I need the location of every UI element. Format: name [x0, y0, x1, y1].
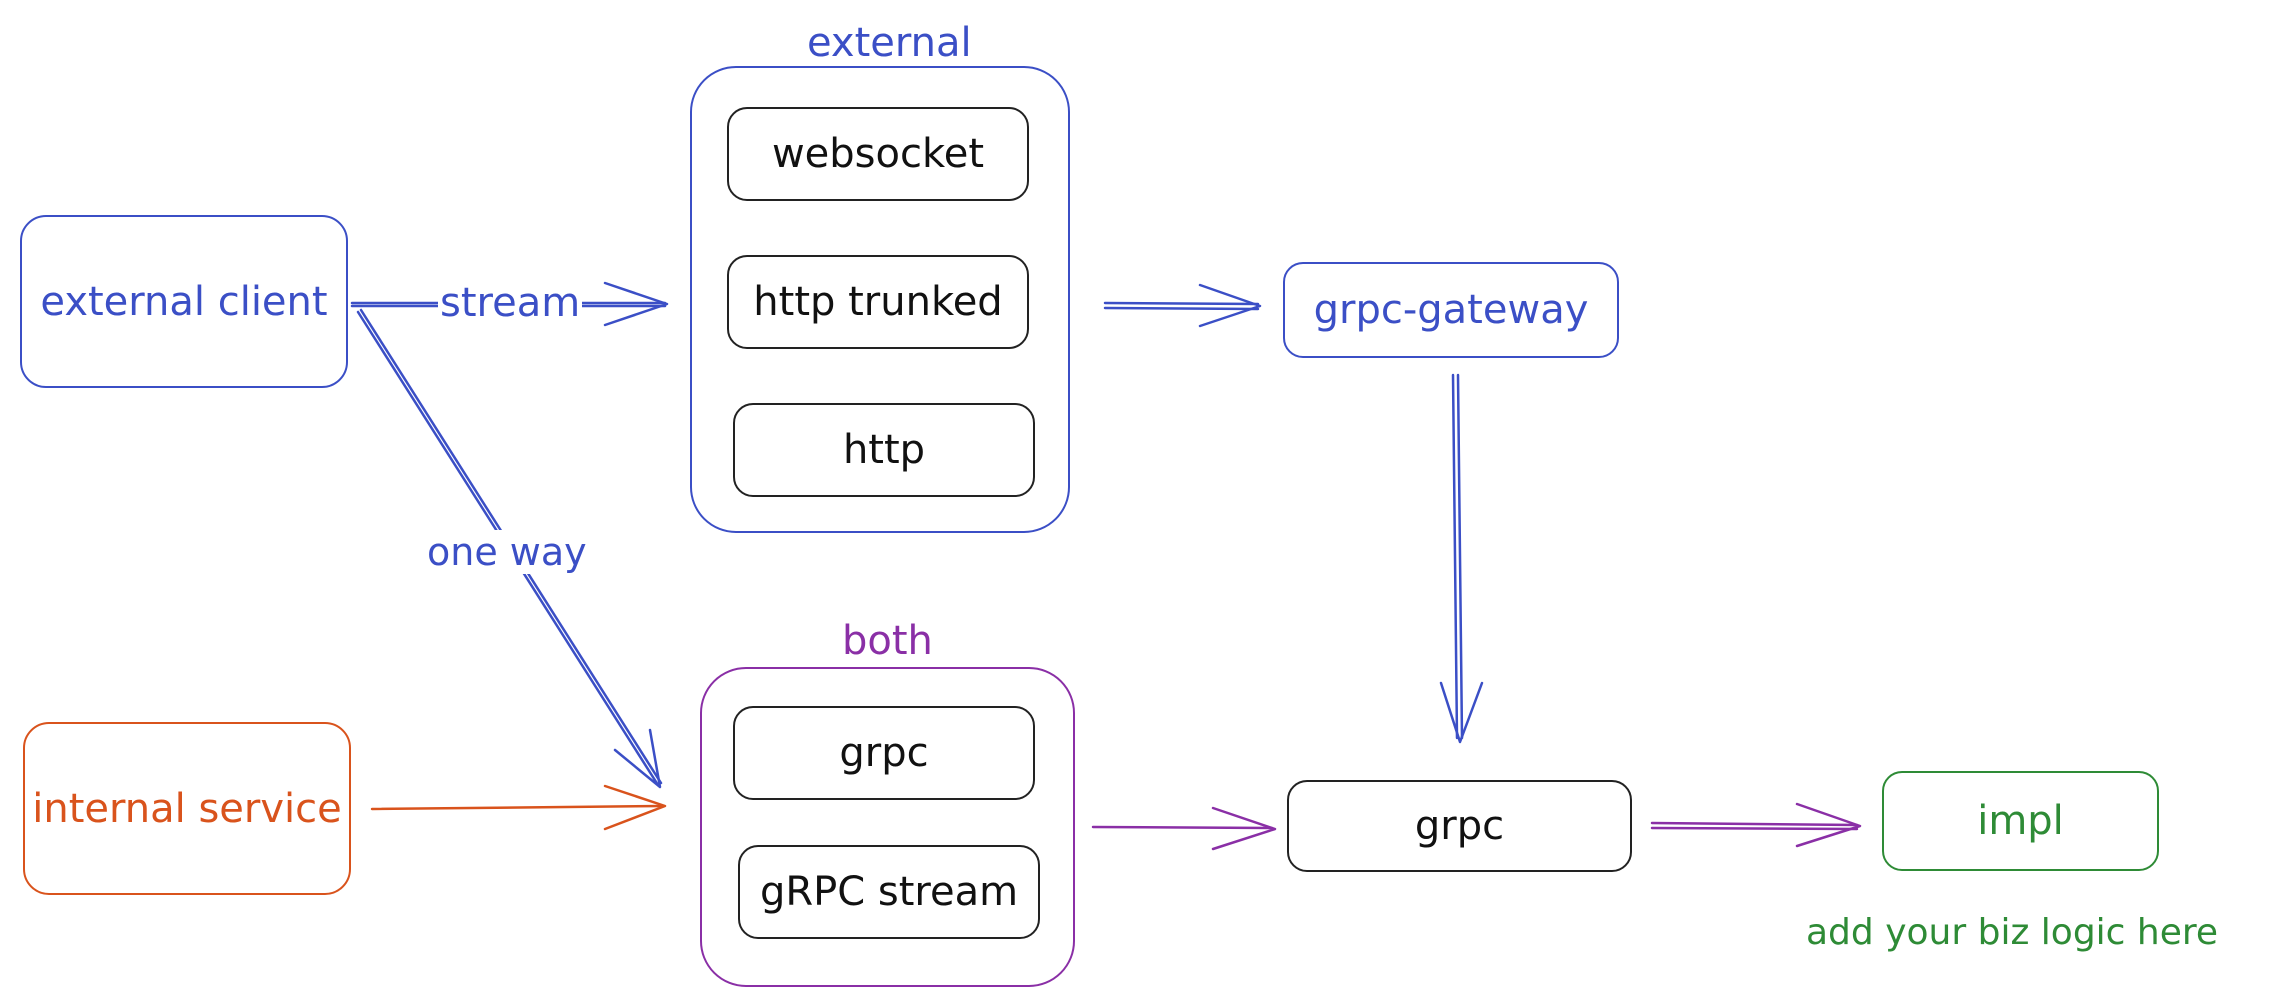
- arrow-internal: [370, 784, 667, 831]
- external-client-box: external client: [20, 215, 348, 388]
- grpc-inner-box: grpc: [733, 706, 1035, 800]
- arrow-gateway-to-grpc: [1439, 373, 1484, 744]
- http-box: http: [733, 403, 1035, 497]
- impl-box: impl: [1882, 771, 2159, 871]
- external-group: [690, 66, 1070, 533]
- http-trunked-box: http trunked: [727, 255, 1029, 349]
- grpc-gateway-box: grpc-gateway: [1283, 262, 1619, 358]
- group-label-external: external: [807, 20, 972, 66]
- arrow-grpc-to-impl: [1650, 802, 1862, 848]
- grpc-box: grpc: [1287, 780, 1632, 872]
- internal-service-box: internal service: [23, 722, 351, 895]
- edge-label-one-way: one way: [425, 530, 589, 574]
- group-label-both: both: [842, 618, 933, 664]
- both-group: [700, 667, 1075, 987]
- biz-logic-note: add your biz logic here: [1806, 912, 2219, 953]
- arrow-both-to-grpc: [1091, 806, 1277, 851]
- arrow-to-gateway: [1103, 283, 1262, 328]
- grpc-stream-box: gRPC stream: [738, 845, 1040, 939]
- edge-label-stream: stream: [438, 280, 583, 326]
- websocket-box: websocket: [727, 107, 1029, 201]
